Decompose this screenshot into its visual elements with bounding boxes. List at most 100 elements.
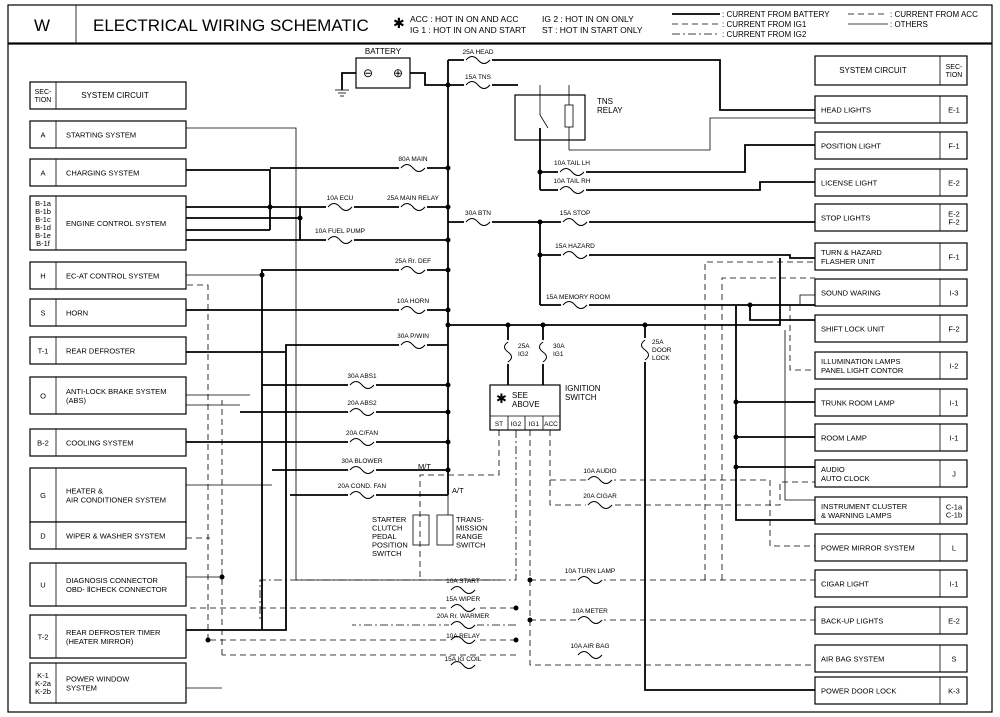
left-system-section: T-2 <box>38 633 49 642</box>
battery-plus-icon: ⊕ <box>393 66 403 80</box>
left-system-box: D WIPER & WASHER SYSTEM <box>29 521 187 550</box>
left-system-name: HEATER &AIR CONDITIONER SYSTEM <box>66 487 166 505</box>
ig-terminal-ig1: IG1 <box>529 421 540 428</box>
fuse-label: 15A TNS <box>465 74 492 81</box>
right-system-box: AIR BAG SYSTEM S <box>814 644 968 673</box>
starter-switch-symbol <box>412 514 430 546</box>
fuse-label: 10A START <box>446 578 480 585</box>
ig-terminal-acc: ACC <box>544 421 558 428</box>
fuse-memory-room: 15A MEMORY ROOM <box>546 294 610 309</box>
fuse-icon <box>327 236 353 244</box>
fuse-icon <box>587 476 613 484</box>
fuse-tail-lh: 10A TAIL LH <box>554 160 590 176</box>
tns-relay <box>514 94 586 141</box>
battery-minus-icon: ⊖ <box>363 66 373 80</box>
legend-ig1-text: : CURRENT FROM IG1 <box>722 20 807 29</box>
right-system-section: L <box>952 544 956 553</box>
fuse-label: 15A STOP <box>560 210 591 217</box>
fuse-label: 15A IG COIL <box>445 656 482 663</box>
left-system-section: G <box>40 491 46 500</box>
right-system-name: STOP LIGHTS <box>821 214 870 223</box>
fuse-icon <box>450 604 476 612</box>
left-system-name: ANTI-LOCK BRAKE SYSTEM(ABS) <box>66 387 166 405</box>
fuse-icon <box>539 341 547 363</box>
left-system-section: B-2 <box>37 439 49 448</box>
right-system-name: AIR BAG SYSTEM <box>821 655 884 664</box>
fuse-label: 20A Rr. WARMER <box>437 613 490 620</box>
fuse-wiper: 15A WIPER <box>446 596 480 612</box>
left-system-name: CHARGING SYSTEM <box>66 169 139 178</box>
right-system-name: POSITION LIGHT <box>821 142 881 151</box>
right-system-section: I-3 <box>950 289 959 298</box>
fuse-icon <box>349 438 375 446</box>
right-system-section: F-1 <box>948 253 959 262</box>
fuse-rr-def: 25A Rr. DEF <box>395 258 431 274</box>
right-system-section: I-1 <box>950 399 959 408</box>
fuse-icon <box>450 586 476 594</box>
right-system-section: K-3 <box>948 687 960 696</box>
fuse-relay: 10A RELAY <box>446 633 481 644</box>
fuse-label: 10A RELAY <box>446 633 481 640</box>
right-system-section: I-1 <box>950 434 959 443</box>
right-system-name: LICENSE LIGHT <box>821 179 878 188</box>
right-system-name: POWER MIRROR SYSTEM <box>821 544 915 553</box>
right-system-section: E-2 <box>948 617 960 626</box>
fuse-label: 30A P/WIN <box>397 333 429 340</box>
fuse-icon <box>587 501 613 509</box>
legend-ig2-text: : CURRENT FROM IG2 <box>722 30 807 39</box>
fuse-main-relay: 25A MAIN RELAY <box>387 195 440 211</box>
fuse-label: 10A METER <box>572 608 608 615</box>
fuse-label: 10A TURN LAMP <box>565 568 615 575</box>
fuse-icon <box>400 164 426 172</box>
fuse-icon <box>562 301 588 309</box>
left-system-section: U <box>40 581 45 590</box>
fuse-icon <box>349 408 375 416</box>
fuse-label: 25A HEAD <box>462 49 493 56</box>
right-system-section: S <box>951 655 956 664</box>
fuse-btn: 30A BTN <box>464 210 492 226</box>
fuse-stop: 15A STOP <box>560 210 591 226</box>
fuse-label: 10A TAIL LH <box>554 160 590 167</box>
fuse-icon <box>559 168 585 176</box>
fuse-icon <box>465 81 491 89</box>
ig-terminal-st: ST <box>495 421 503 428</box>
mt-label: M/T <box>418 462 431 471</box>
left-system-section: D <box>40 532 46 541</box>
legend-battery: : CURRENT FROM BATTERY <box>722 10 830 19</box>
fuse-label: 30A BTN <box>465 210 491 217</box>
at-label: A/T <box>452 486 464 495</box>
legend-st: ST : HOT IN START ONLY <box>542 25 643 35</box>
fuse-label: 10A AUDIO <box>583 468 616 475</box>
left-system-name: EC-AT CONTROL SYSTEM <box>66 272 159 281</box>
fuse-label: 10A AIR BAG <box>570 643 609 650</box>
fuse-label: 10A HORN <box>397 298 429 305</box>
fuse-tail-rh: 10A TAIL RH <box>553 178 591 194</box>
fuse-meter: 10A METER <box>572 608 608 624</box>
fuse-icon <box>504 341 512 363</box>
left-system-name: WIPER & WASHER SYSTEM <box>66 532 165 541</box>
